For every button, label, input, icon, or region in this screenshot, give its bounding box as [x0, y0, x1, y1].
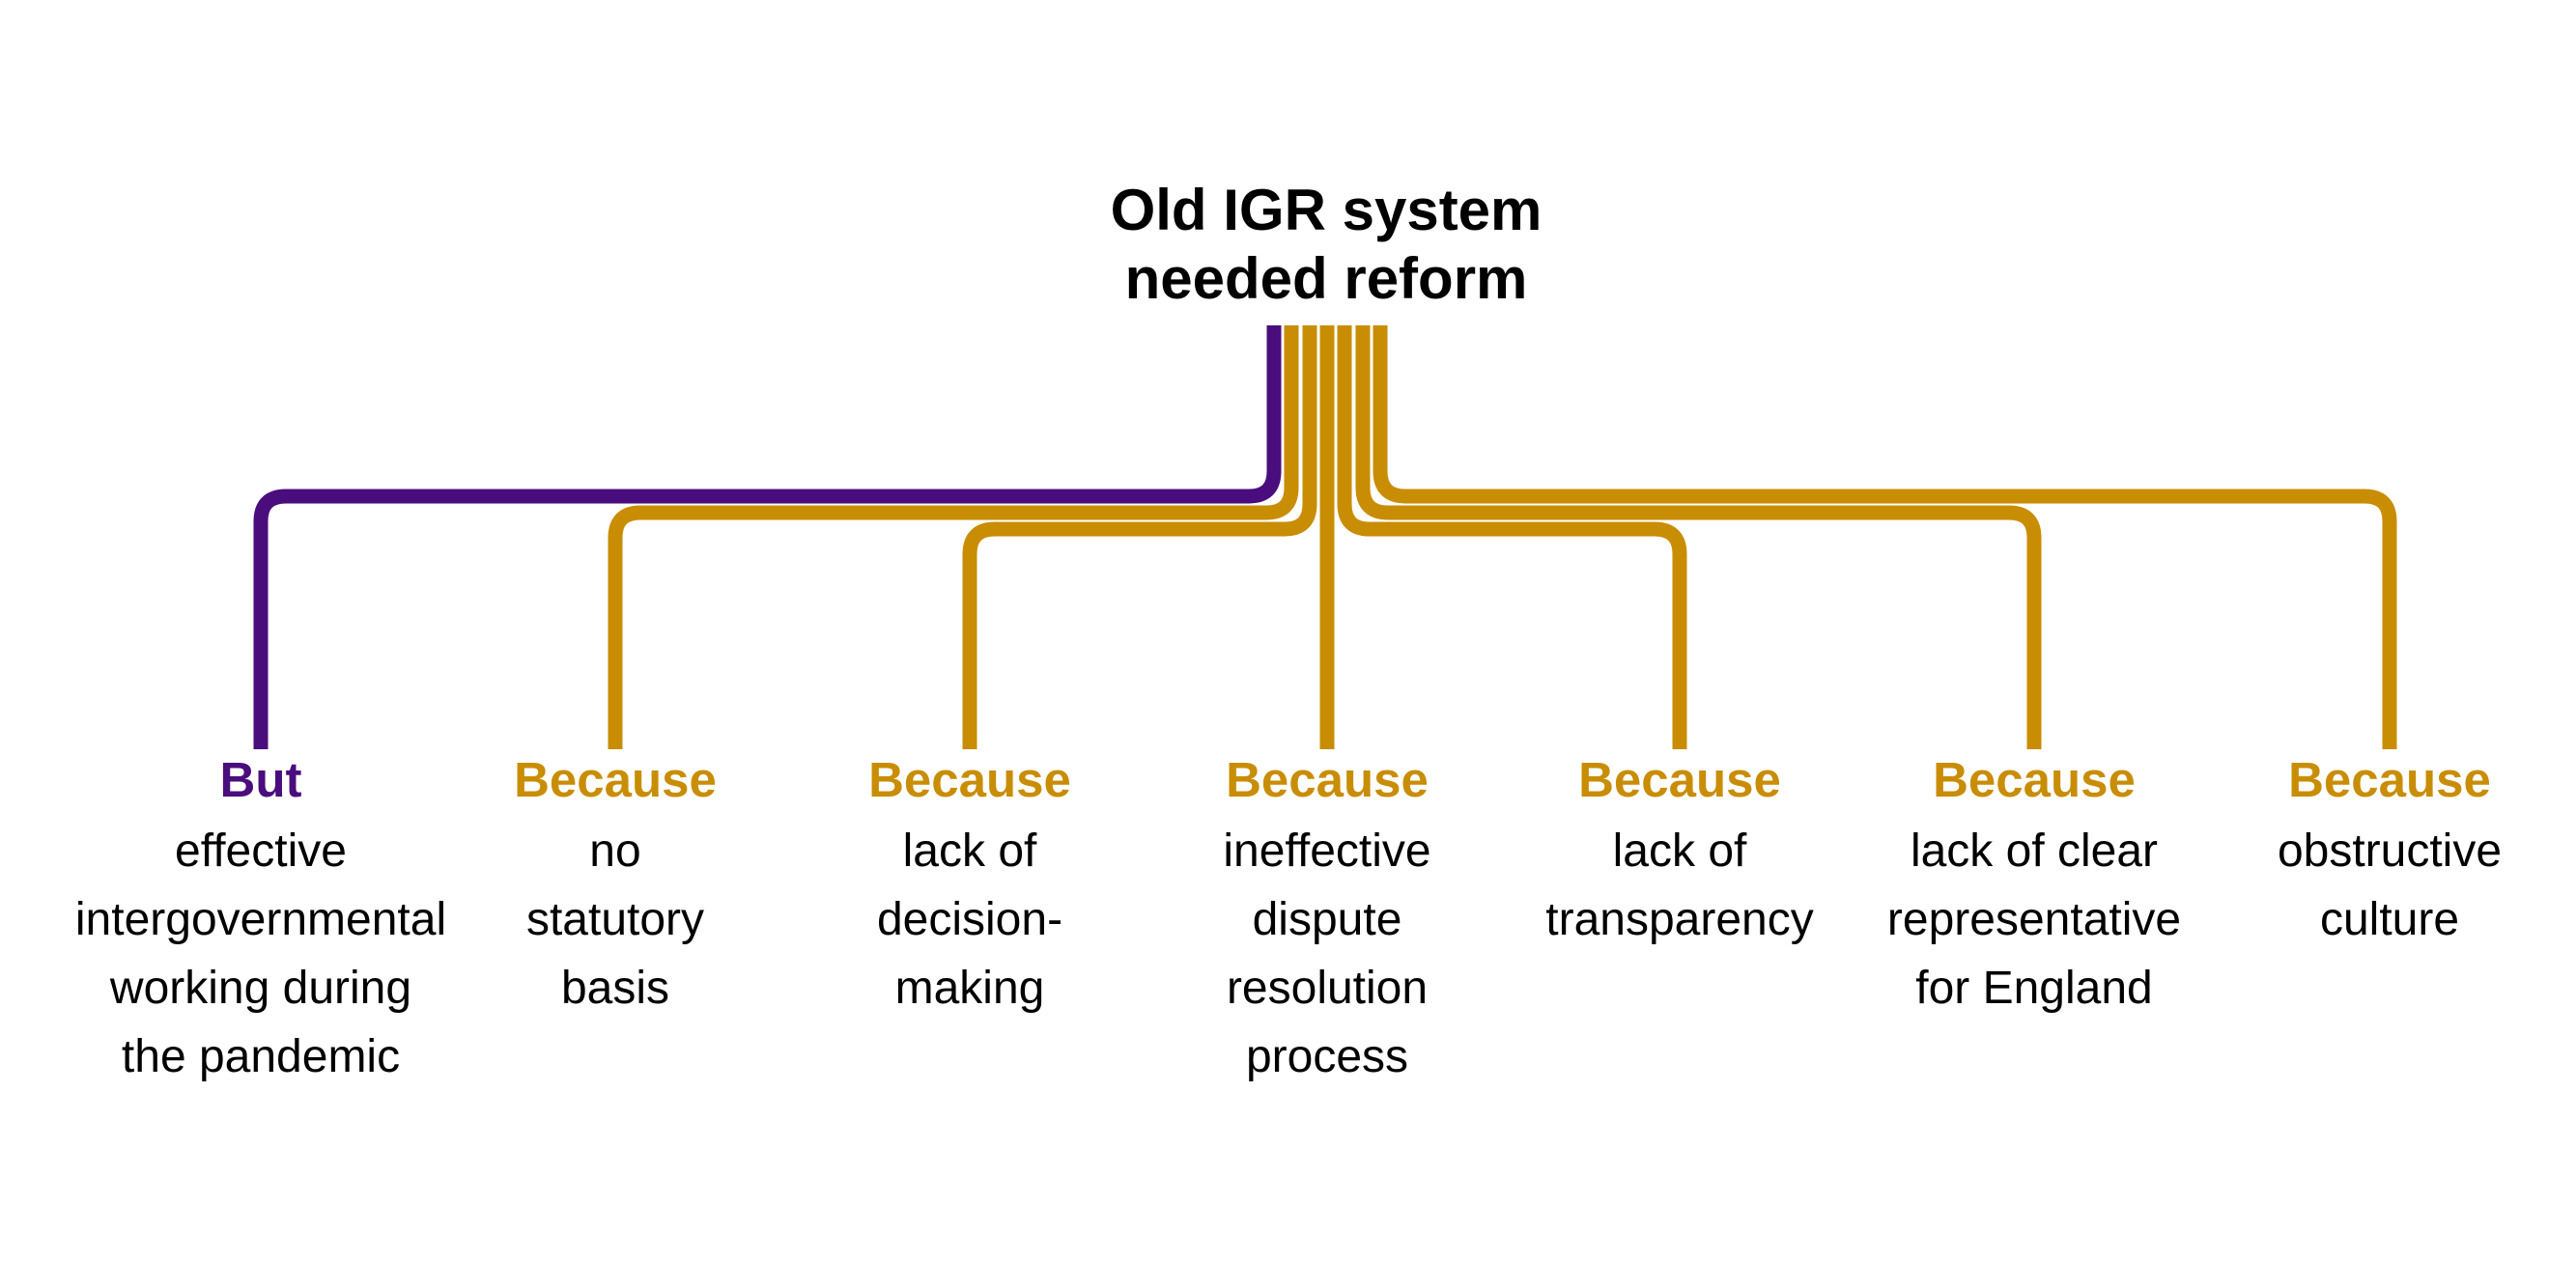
- diagram-title: Old IGR system needed reform: [1110, 178, 1543, 311]
- node-body: lack of clear representative for England: [1886, 826, 2182, 1014]
- connector-because-2-line: [962, 325, 1317, 749]
- node-body: lack of transparency: [1545, 826, 1814, 945]
- node-because-transparency: Because lack of transparency: [1477, 753, 1882, 954]
- node-header: Because: [2288, 752, 2491, 807]
- node-header: Because: [1226, 752, 1429, 807]
- connector-but-line: [253, 325, 1282, 749]
- connector-because-5-line: [1355, 325, 2042, 749]
- node-because-dispute-resolution: Because ineffective dispute resolution p…: [1124, 753, 1530, 1091]
- connector-because-6-line: [1373, 325, 2397, 749]
- node-header: Because: [1933, 752, 2136, 807]
- node-body: no statutory basis: [525, 826, 705, 1014]
- node-because-obstructive-culture: Because obstructive culture: [2187, 753, 2576, 954]
- node-because-england-representative: Because lack of clear representative for…: [1831, 753, 2237, 1022]
- node-body: ineffective dispute resolution process: [1223, 826, 1431, 1082]
- node-body: lack of decision- making: [876, 826, 1063, 1014]
- node-because-statutory-basis: Because no statutory basis: [412, 753, 818, 1022]
- node-body: obstructive culture: [2277, 826, 2503, 945]
- node-body: effective intergovernmental working duri…: [74, 826, 447, 1082]
- node-header: Because: [1578, 752, 1781, 807]
- connector-because-4-line: [1337, 325, 1687, 749]
- node-header: Because: [868, 752, 1071, 807]
- node-but-pandemic: But effective intergovernmental working …: [58, 753, 464, 1091]
- node-header: But: [219, 752, 302, 807]
- node-header: Because: [514, 752, 717, 807]
- node-because-decision-making: Because lack of decision- making: [767, 753, 1173, 1022]
- connector-because-1-line: [608, 325, 1299, 749]
